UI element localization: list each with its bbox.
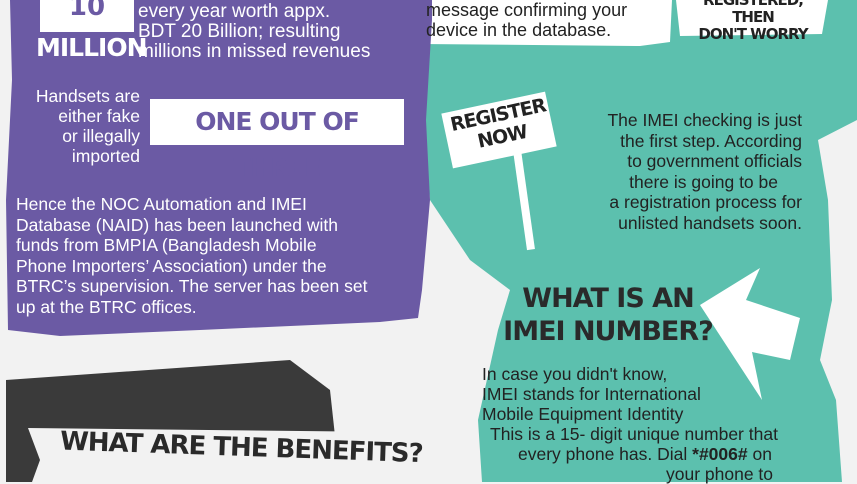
naid-paragraph: Hence the NOC Automation and IMEI Databa… [16,194,367,317]
imei-def-line-5-prefix: every phone has. Dial [518,444,693,464]
handsets-text: Handsets are either fake or illegally im… [12,86,140,166]
registered-line-1: REGISTERED, THEN [703,0,804,26]
confirm-line-1: message confirming your [426,0,628,20]
naid-line-5: BTRC’s supervision. The server has been … [16,276,368,296]
imei-def-line-3: Mobile Equipment Identity [482,404,684,424]
imei-definition: In case you didn't know, IMEI stands for… [482,364,778,484]
imei-check-line-4: there is going to be [629,171,778,192]
benefits-banner-strip [28,428,398,482]
stat-unit: MILLION [36,33,148,62]
register-sign-board [441,91,557,169]
stat-number: 10 [68,0,106,22]
confirm-text: message confirming your device in the da… [426,0,627,40]
stat-line-1: every year worth appx. [138,1,331,22]
imei-check-line-3: to government officials [627,151,802,171]
naid-line-2: Database (NAID) has been launched with [16,214,338,235]
confirm-line-2: device in the database. [426,20,612,40]
handsets-line-4: imported [71,146,140,166]
stat-line-2: BDT 20 Billion; resulting [138,21,341,42]
naid-line-1: Hence the NOC Automation and IMEI [16,194,307,214]
one-out-of-three-label: ONE OUT OF THREE [195,107,360,182]
arrow-shape [700,268,800,400]
handsets-line-1: Handsets are [35,86,140,106]
purple-panel [6,0,432,336]
what-is-imei-heading: WHAT IS AN IMEI NUMBER? [500,282,716,348]
naid-line-3: funds from BMPIA (Bangladesh Mobile [16,235,317,255]
registered-box [676,0,828,36]
stat-number-box: 10 [40,0,134,32]
imei-def-dial-code: *#006# [692,444,748,464]
handsets-line-3: or illegally [62,126,140,146]
imei-def-line-1: In case you didn't know, [482,364,668,384]
stat-line-3: millions in missed revenues [138,41,371,62]
one-out-of-three-banner: ONE OUT OF THREE [150,99,404,182]
imei-def-line-2: IMEI stands for International [482,384,701,404]
registered-text: REGISTERED, THEN DON'T WORRY [684,0,822,43]
imei-def-line-4: This is a 15- digit unique number that [490,424,778,444]
naid-line-6: up at the BTRC offices. [16,296,197,317]
imei-check-line-2: the first step. According [620,130,802,151]
imei-check-line-1: The IMEI checking is just [607,110,802,130]
handsets-line-2: either fake [58,106,140,126]
confirm-box [412,0,672,46]
imei-check-paragraph: The IMEI checking is just the first step… [560,110,802,233]
register-sign-post [513,149,535,251]
what-is-line-2: IMEI NUMBER? [503,316,714,347]
registered-line-2: DON'T WORRY [698,25,808,43]
imei-def-line-5-suffix: on [747,444,772,464]
imei-check-line-5: a registration process for [609,192,802,212]
what-is-line-1: WHAT IS AN [522,283,694,314]
imei-def-line-6: your phone to [666,464,774,484]
naid-line-4: Phone Importers’ Association) under the [16,255,327,276]
imei-check-line-6: unlisted handsets soon. [618,212,802,233]
imei-def-line-5: every phone has. Dial *#006# on [482,444,778,464]
